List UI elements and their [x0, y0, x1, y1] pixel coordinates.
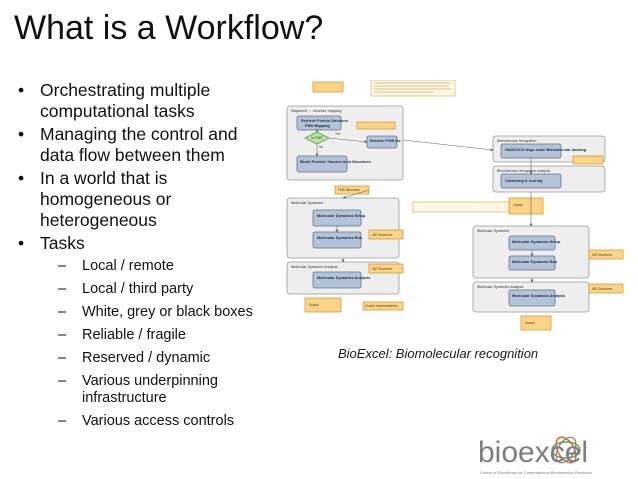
md-structures-doc-4: [588, 283, 624, 294]
slide-title: What is a Workflow?: [14, 9, 324, 47]
svg-text:Molecular Dynamics: Molecular Dynamics: [477, 229, 510, 233]
bullet-item: Managing the control and data flow betwe…: [14, 124, 276, 166]
logo-wordmark: bioexcel: [478, 436, 588, 469]
bullet-item-tasks: Tasks Local / remote Local / third party…: [14, 233, 276, 430]
svg-text:Sequence → structure mapping: Sequence → structure mapping: [291, 109, 342, 113]
sub-bullet-item: Reliable / fragile: [40, 327, 276, 344]
diagram-caption: BioExcel: Biomolecular recognition: [338, 346, 539, 361]
svg-text:Output: Output: [309, 303, 319, 307]
bullet-item: Orchestrating multiple computational tas…: [14, 80, 276, 122]
sub-bullet-item: White, grey or black boxes: [40, 304, 276, 321]
svg-text:Output: Output: [525, 321, 535, 325]
group-molecular-dynamics-right: Molecular Dynamics Molecular Dynamics Se…: [472, 225, 590, 279]
note: [412, 201, 510, 213]
sub-bullet-item: Local / remote: [40, 258, 276, 275]
svg-text:Molecular Dynamics Setup: Molecular Dynamics Setup: [317, 214, 366, 218]
svg-text:Biomolecular recognition analy: Biomolecular recognition analysis: [497, 169, 551, 173]
svg-text:Yes: Yes: [335, 132, 341, 136]
svg-text:Cluster representatives: Cluster representatives: [365, 304, 398, 308]
svg-text:Molecular Dynamics Run: Molecular Dynamics Run: [317, 236, 363, 240]
atom-orbit-icon: [551, 436, 581, 464]
sub-bullet-list: Local / remote Local / third party White…: [40, 258, 276, 430]
output-doc-3: [520, 315, 552, 331]
output-doc-2: [508, 197, 544, 215]
workflow-diagram: .gbox { fill:#eeeeee; stroke:#9a9a9a; st…: [286, 80, 624, 331]
sub-bullet-item: Local / third party: [40, 281, 276, 298]
cluster-representatives-doc: [362, 301, 404, 311]
svg-text:Recover PDB Ids: Recover PDB Ids: [370, 139, 401, 143]
svg-text:Clustering & scoring: Clustering & scoring: [505, 179, 543, 183]
group-structure-mapping: Sequence → structure mapping Retrieve Pr…: [286, 105, 404, 181]
svg-text:MD Structures: MD Structures: [592, 253, 613, 257]
svg-text:Molecular Dynamics Analysis: Molecular Dynamics Analysis: [317, 276, 370, 280]
svg-text:Output: Output: [513, 203, 523, 207]
md-structures-doc-3: [588, 249, 624, 260]
svg-text:Retrieve Protein Structure: Retrieve Protein Structure: [301, 119, 348, 123]
bioexcel-logo: bioexcel Centre of Excellence for Comput…: [478, 436, 592, 475]
group-md-analysis-right: Molecular Dynamics Analysis Molecular Dy…: [472, 281, 590, 313]
svg-text:Molecular Dynamics: Molecular Dynamics: [291, 201, 324, 205]
svg-text:Molecular Dynamics Analysis: Molecular Dynamics Analysis: [512, 294, 565, 298]
svg-text:Model Protein / Nucleic Acid S: Model Protein / Nucleic Acid Structures: [300, 160, 371, 164]
bullet-item: In a world that is homogeneous or hetero…: [14, 168, 276, 231]
svg-text:Is PDB?: Is PDB?: [311, 136, 323, 140]
svg-text:MD Structures: MD Structures: [592, 287, 613, 291]
svg-text:HADDOCK large-scale Biomolecul: HADDOCK large-scale Biomolecular docking: [505, 148, 587, 152]
svg-text:Molecular Dynamics Setup: Molecular Dynamics Setup: [512, 240, 561, 244]
svg-text:Molecular Dynamics Analysis: Molecular Dynamics Analysis: [477, 285, 524, 289]
svg-text:MD Structures: MD Structures: [372, 267, 393, 271]
svg-text:Molecular Dynamics Analysis: Molecular Dynamics Analysis: [291, 265, 338, 269]
logo-tagline: Centre of Excellence for Computational B…: [480, 470, 592, 475]
svg-text:Biomolecular recognition: Biomolecular recognition: [497, 139, 536, 143]
output-doc: [304, 297, 342, 313]
group-biomolecular-recognition: Biomolecular recognition HADDOCK large-s…: [492, 135, 606, 193]
sub-bullet-item: Various access controls: [40, 413, 276, 430]
svg-text:PDB Mapping: PDB Mapping: [305, 124, 330, 128]
md-structures-doc: [368, 229, 404, 240]
group-molecular-dynamics-left: Molecular Dynamics Molecular Dynamics Se…: [286, 197, 400, 259]
bullet-list: Orchestrating multiple computational tas…: [14, 80, 276, 436]
svg-text:Molecular Dynamics Run: Molecular Dynamics Run: [512, 260, 558, 264]
bullet-item-label: Tasks: [40, 233, 85, 253]
svg-text:PDB Structures: PDB Structures: [338, 188, 360, 192]
sub-bullet-item: Reserved / dynamic: [40, 350, 276, 367]
md-structures-doc-2: [368, 263, 404, 274]
svg-text:No: No: [319, 145, 323, 149]
svg-text:MD Structures: MD Structures: [372, 233, 393, 237]
sub-bullet-item: Various underpinning infrastructure: [40, 373, 276, 407]
legend-note: [312, 80, 456, 97]
